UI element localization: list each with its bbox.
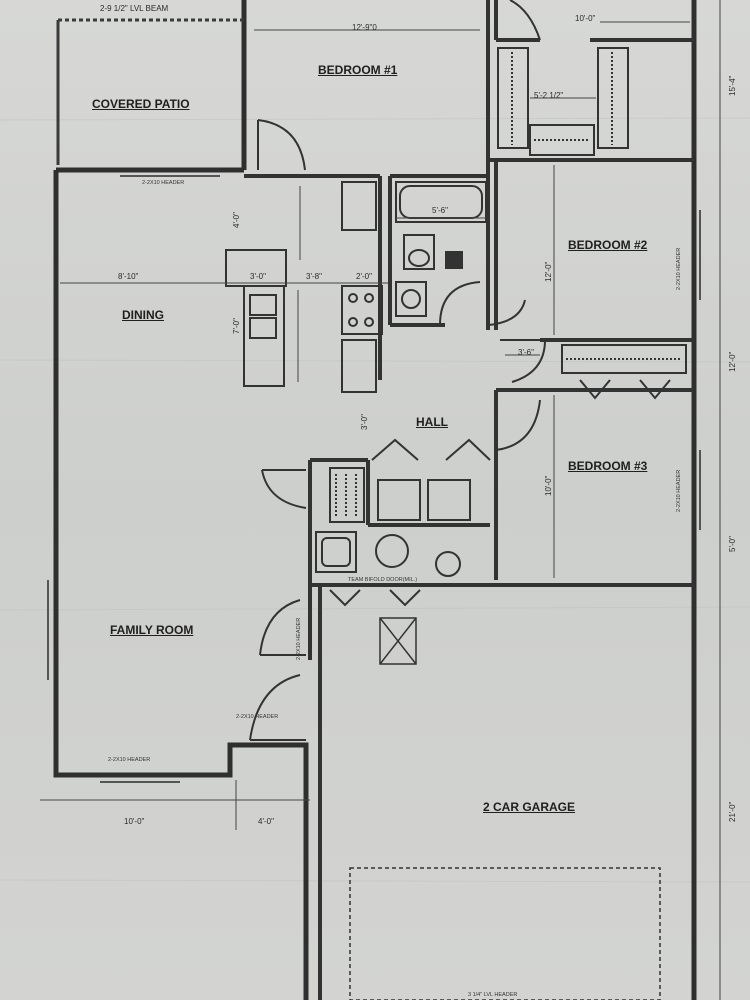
patio-beam <box>56 18 244 165</box>
interior-walls <box>244 0 694 1000</box>
dim-island-depth: 7'-0" <box>232 318 241 334</box>
dim-hall-depth: 3'-0" <box>360 414 369 430</box>
dim-island-a: 3'-0" <box>250 272 266 281</box>
garage-fixtures <box>349 617 661 1000</box>
entry-header-note: 2-2X10 HEADER <box>236 714 279 720</box>
room-label-bedroom-2: BEDROOM #2 <box>568 238 648 252</box>
dim-beam-top: 2-9 1/2" LVL BEAM <box>100 4 169 13</box>
kitchen-counters <box>225 181 383 393</box>
dim-island-b: 3'-8" <box>306 272 322 281</box>
paper-texture <box>0 117 750 883</box>
exterior-walls <box>53 0 697 1000</box>
room-label-covered-patio: COVERED PATIO <box>92 97 190 111</box>
room-label-dining: DINING <box>122 308 164 322</box>
dim-island-c: 2'-0" <box>356 272 372 281</box>
dim-hall-small: 3'-6" <box>518 348 534 357</box>
room-label-bedroom-1: BEDROOM #1 <box>318 63 398 77</box>
dim-top-right: 10'-0" <box>575 14 596 23</box>
dim-right-top: 15'-4" <box>728 75 737 96</box>
dim-closet-width: 5'-2 1/2" <box>534 91 564 100</box>
closets-top <box>497 47 629 156</box>
dim-bedroom2-depth: 12'-0" <box>544 261 553 282</box>
dim-bath-tub: 5'-6" <box>432 206 448 215</box>
room-label-family-room: FAMILY ROOM <box>110 623 194 637</box>
dim-right-low: 5'-0" <box>728 536 737 552</box>
dim-right-mid: 12'-0" <box>728 351 737 372</box>
laundry-fixtures <box>315 467 471 607</box>
bedroom3-header-note: 2-2X10 HEADER <box>676 469 682 512</box>
dim-bedroom3-depth: 10'-0" <box>544 475 553 496</box>
bedroom2-header-note: 2-2X10 HEADER <box>676 247 682 290</box>
windows <box>47 175 701 783</box>
dim-dining-left: 8'-10" <box>118 272 139 281</box>
dim-bedroom1-width: 12'-9"0 <box>352 23 377 32</box>
garage-header-note: 3 1/4" LVL HEADER <box>468 992 518 998</box>
dim-kitchen-depth: 4'-0" <box>232 212 241 228</box>
family-header-note: 2-2X10 HEADER <box>296 617 302 660</box>
dim-right-bottom: 21'-0" <box>728 801 737 822</box>
patio-header-note: 2-2X10 HEADER <box>142 180 185 186</box>
dim-bottom-left: 10'-0" <box>124 817 145 826</box>
front-header-note: 2-2X10 HEADER <box>108 757 151 763</box>
closet-bedroom3 <box>561 344 687 400</box>
doors <box>249 0 547 741</box>
room-label-garage: 2 CAR GARAGE <box>483 800 576 814</box>
dimension-lines <box>40 0 721 1000</box>
room-label-bedroom-3: BEDROOM #3 <box>568 459 648 473</box>
laundry-door-note: TEAM BIFOLD DOOR(MIL.) <box>348 577 418 583</box>
dim-bottom-mid: 4'-0" <box>258 817 274 826</box>
room-label-hall: HALL <box>416 415 448 429</box>
bathroom-fixtures <box>395 181 487 326</box>
